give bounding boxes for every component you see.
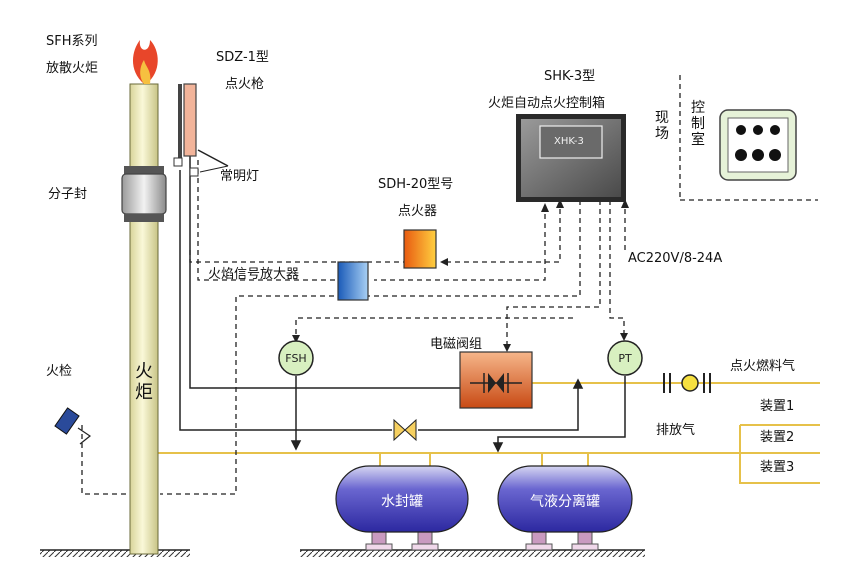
field-label: 现场 xyxy=(655,110,669,143)
process-pipes xyxy=(179,90,626,453)
flame-amplifier-box xyxy=(337,261,369,301)
controller-model-label: SHK-3型 xyxy=(544,69,596,84)
igniter-gun-model-label: SDZ-1型 xyxy=(216,50,269,65)
ground-icon xyxy=(40,550,190,557)
fsh-label: FSH xyxy=(285,352,307,365)
solenoid-group-label: 电磁阀组 xyxy=(430,337,483,352)
controller-name-label: 火炬自动点火控制箱 xyxy=(488,96,606,111)
pt-gauge xyxy=(607,340,643,376)
separator-tank-label: 气液分离罐 xyxy=(530,494,600,510)
flame-detector-label: 火检 xyxy=(46,364,73,379)
flare-stack xyxy=(121,40,167,555)
controller-screen xyxy=(539,125,603,159)
wire-arrows xyxy=(292,199,629,352)
control-wiring xyxy=(81,75,818,495)
unit3-label: 装置3 xyxy=(760,460,795,475)
molecular-seal-label: 分子封 xyxy=(48,187,88,202)
igniter-model-label: SDH-20型号 xyxy=(378,177,454,192)
ground-icon xyxy=(300,550,645,557)
control-room-label: 控制室 xyxy=(691,100,705,149)
pt-label: PT xyxy=(618,352,632,365)
water-seal-tank-label: 水封罐 xyxy=(381,494,423,510)
vent-gas-label: 排放气 xyxy=(656,423,696,438)
molecular-seal xyxy=(121,173,167,215)
igniter-box xyxy=(403,229,437,269)
flame-icon xyxy=(133,40,158,84)
valve-icon xyxy=(488,373,496,393)
water-seal-tank xyxy=(335,465,469,551)
controller-box xyxy=(516,114,626,202)
flame-amp-label: 火焰信号放大器 xyxy=(208,267,300,282)
fuel-gas-label: 点火燃料气 xyxy=(730,359,796,374)
flare-series-label: SFH系列 xyxy=(46,34,98,49)
fuel-gas-fitting xyxy=(663,373,711,393)
torch-stack-label: 火炬 xyxy=(135,361,153,403)
flare-torch-label: 放散火炬 xyxy=(46,61,99,76)
separator-tank xyxy=(497,465,633,551)
igniter-label: 点火器 xyxy=(398,204,438,219)
valve-icon xyxy=(393,418,417,442)
control-room-panel xyxy=(719,109,797,181)
flame-detector-icon xyxy=(54,407,92,445)
igniter-gun xyxy=(173,83,229,177)
power-label: AC220V/8-24A xyxy=(628,251,723,266)
igniter-gun-label: 点火枪 xyxy=(225,77,265,92)
pilot-lamp-label: 常明灯 xyxy=(220,169,260,184)
solenoid-valve-group xyxy=(459,351,533,409)
controller-screen-label: XHK-3 xyxy=(554,136,584,147)
unit1-label: 装置1 xyxy=(760,399,795,414)
unit2-label: 装置2 xyxy=(760,430,795,445)
fsh-gauge xyxy=(278,340,314,376)
